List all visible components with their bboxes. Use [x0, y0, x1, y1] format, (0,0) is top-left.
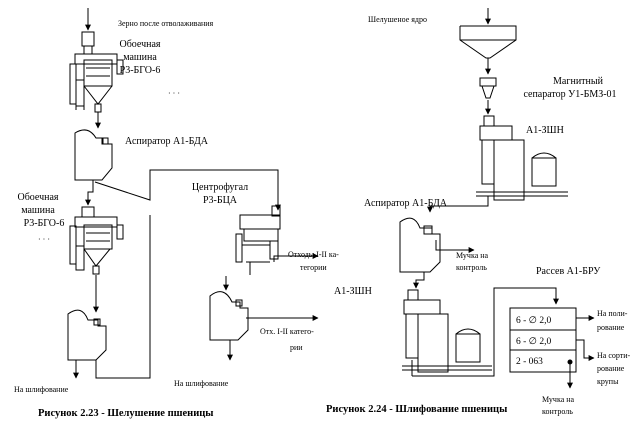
- polisher-machine-2: [402, 289, 492, 373]
- arrow-polisher-aspirator: [427, 196, 489, 213]
- huller2-label-line4: · · ·: [38, 235, 50, 244]
- huller-machine-1: [69, 31, 124, 113]
- arrow-aspirator-centrifugal: [94, 169, 281, 211]
- left-output-label: На шлифование: [14, 385, 69, 394]
- polisher1-label: А1-ЗШН: [526, 125, 564, 136]
- kernel-input-label: Шелушеное ядро: [368, 15, 427, 24]
- huller1-label-line4: · · ·: [168, 89, 180, 98]
- sifter-label: Рассев А1-БРУ: [536, 266, 601, 277]
- huller1-label-line1: Обоечная: [119, 39, 160, 50]
- centrifugal-label-line2: Р3-БЦА: [203, 195, 238, 206]
- sieve-row-3: 2 - 063: [516, 357, 543, 367]
- aspirator-right-label: Аспиратор А1-БДА: [364, 198, 448, 209]
- huller1-label-line3: Р3-БГО-6: [120, 65, 161, 76]
- arrow-aspirator-huller2: [85, 180, 94, 206]
- grain-input-label: Зерно после отволаживания: [118, 19, 214, 28]
- to-polishing-line1: На поли-: [597, 309, 628, 318]
- huller2-label-line2: машина: [21, 205, 55, 216]
- aspirator-left-2: [67, 309, 107, 361]
- arrow-to-sorting: [576, 339, 595, 361]
- flour1-label-line2: контроль: [456, 263, 487, 272]
- waste2-label-line2: рии: [290, 343, 303, 352]
- arrow-aspirator-polisher2: [413, 272, 425, 289]
- hopper: [459, 25, 517, 59]
- flour2-label-line1: Мучка на: [542, 395, 575, 404]
- polisher-machine-1: [476, 115, 568, 201]
- to-sorting-line3: крупы: [597, 377, 619, 386]
- to-sorting-line1: На сорти-: [597, 351, 631, 360]
- aspirator-left-label: Аспиратор А1-БДА: [125, 136, 209, 147]
- huller-machine-2: [69, 206, 124, 275]
- flour2-label-line2: контроль: [542, 407, 573, 416]
- arrow-polisher2-sifter: [412, 287, 559, 377]
- sieve-row-2: 6 - ∅ 2,0: [516, 336, 551, 347]
- magnetic-separator: [479, 77, 497, 99]
- waste2-label-line1: Отх. I-II катего-: [260, 327, 314, 336]
- magnet-label-line1: Магнитный: [553, 76, 604, 87]
- flour1-label-line1: Мучка на: [456, 251, 489, 260]
- huller2-label-line1: Обоечная: [17, 192, 58, 203]
- centrifugal-machine: [235, 205, 281, 263]
- aspirator-right: [399, 217, 441, 273]
- huller1-label-line2: машина: [123, 52, 157, 63]
- waste1-label-line1: Отходы I-II ка-: [288, 250, 339, 259]
- to-polishing-line2: рование: [597, 323, 625, 332]
- magnet-label-line2: сепаратор У1-БМЗ-01: [523, 89, 616, 100]
- mid-output-label: На шлифование: [174, 379, 229, 388]
- caption-fig-2-23: Рисунок 2.23 - Шелушение пшеницы: [38, 408, 214, 419]
- arrow-centrifugal-waste: [273, 253, 319, 262]
- arrow-aspirator-flour: [435, 240, 475, 253]
- waste1-label-line2: тегории: [300, 263, 327, 272]
- caption-fig-2-24: Рисунок 2.24 - Шлифование пшеницы: [326, 404, 507, 415]
- huller2-label-line3: Р3-БГО-6: [24, 218, 65, 229]
- to-sorting-line2: рование: [597, 364, 625, 373]
- polisher2-label: А1-ЗШН: [334, 286, 372, 297]
- aspirator-mid: [209, 291, 249, 341]
- line-return: [95, 215, 151, 379]
- aspirator-left: [74, 129, 113, 181]
- sieve-row-1: 6 - ∅ 2,0: [516, 315, 551, 326]
- centrifugal-label-line1: Центрофугал: [192, 182, 248, 193]
